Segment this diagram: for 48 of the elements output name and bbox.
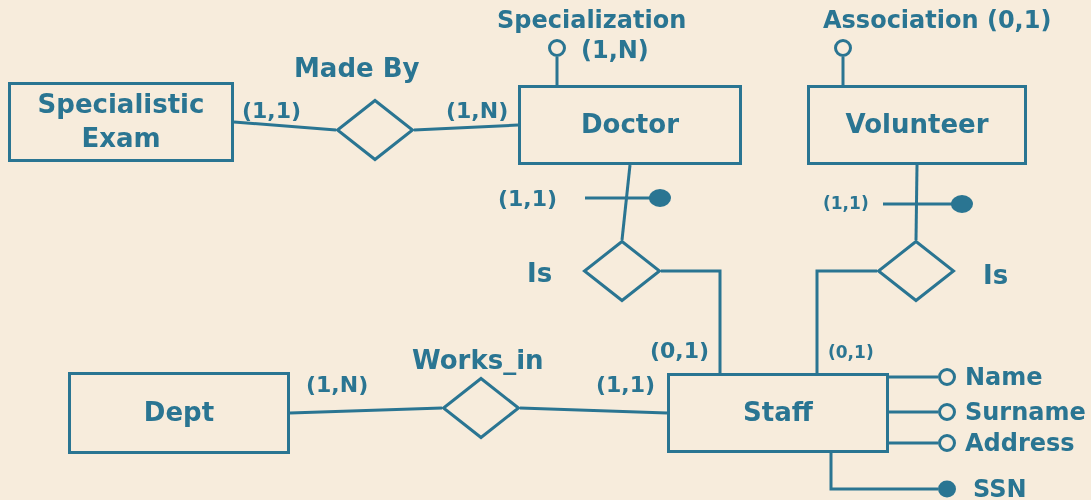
entity-box: Volunteer (807, 85, 1027, 165)
attribute-label: Association (0,1) (823, 8, 1052, 32)
connector-line (289, 406, 443, 415)
relationship-name: Works_in (412, 347, 544, 373)
cardinality-label: (1,1) (596, 374, 656, 396)
cardinality-label: (1,N) (446, 100, 509, 122)
connector-line (815, 269, 877, 373)
relationship-diamond (583, 240, 661, 302)
attribute-label: SSN (973, 477, 1027, 500)
entity-box: Staff (667, 373, 889, 453)
attribute-circle (938, 434, 956, 452)
connector-line (889, 375, 938, 379)
attribute-label: Specialization (497, 8, 687, 32)
relationship-diamond (442, 377, 520, 439)
cardinality-label: (0,1) (828, 344, 874, 361)
cardinality-label: (1,1) (823, 195, 869, 212)
relationship-name: Is (527, 260, 553, 286)
entity-box: Doctor (518, 85, 742, 165)
attribute-label: Surname (965, 400, 1086, 424)
connector-line (829, 453, 938, 491)
attribute-circle (938, 368, 956, 386)
connector-line (661, 269, 722, 373)
relationship-name: Made By (294, 55, 420, 81)
attribute-circle (938, 403, 956, 421)
relationship-name: Is (983, 262, 1009, 288)
cardinality-label: (0,1) (650, 340, 710, 362)
connector-line (413, 123, 519, 132)
connector-line (889, 410, 938, 414)
attribute-circle (834, 39, 852, 57)
relationship-diamond (877, 240, 955, 302)
cardinality-label: (1,1) (242, 100, 302, 122)
connector-line (914, 164, 919, 241)
cardinality-label: (1,N) (581, 38, 649, 62)
attribute-label: Name (965, 365, 1043, 389)
attribute-circle (548, 39, 566, 57)
entity-box: Specialistic Exam (8, 82, 234, 162)
connector-line (889, 441, 938, 445)
connector-line (233, 120, 337, 132)
key-attribute-dot (938, 480, 956, 498)
relationship-diamond (336, 99, 414, 161)
entity-box: Dept (68, 372, 290, 454)
connector-line (620, 164, 632, 241)
connector-line (555, 57, 559, 85)
connector-line (519, 406, 668, 415)
attribute-label: Address (965, 431, 1075, 455)
cardinality-label: (1,N) (306, 374, 369, 396)
connector-line (841, 57, 845, 85)
cardinality-label: (1,1) (498, 188, 558, 210)
